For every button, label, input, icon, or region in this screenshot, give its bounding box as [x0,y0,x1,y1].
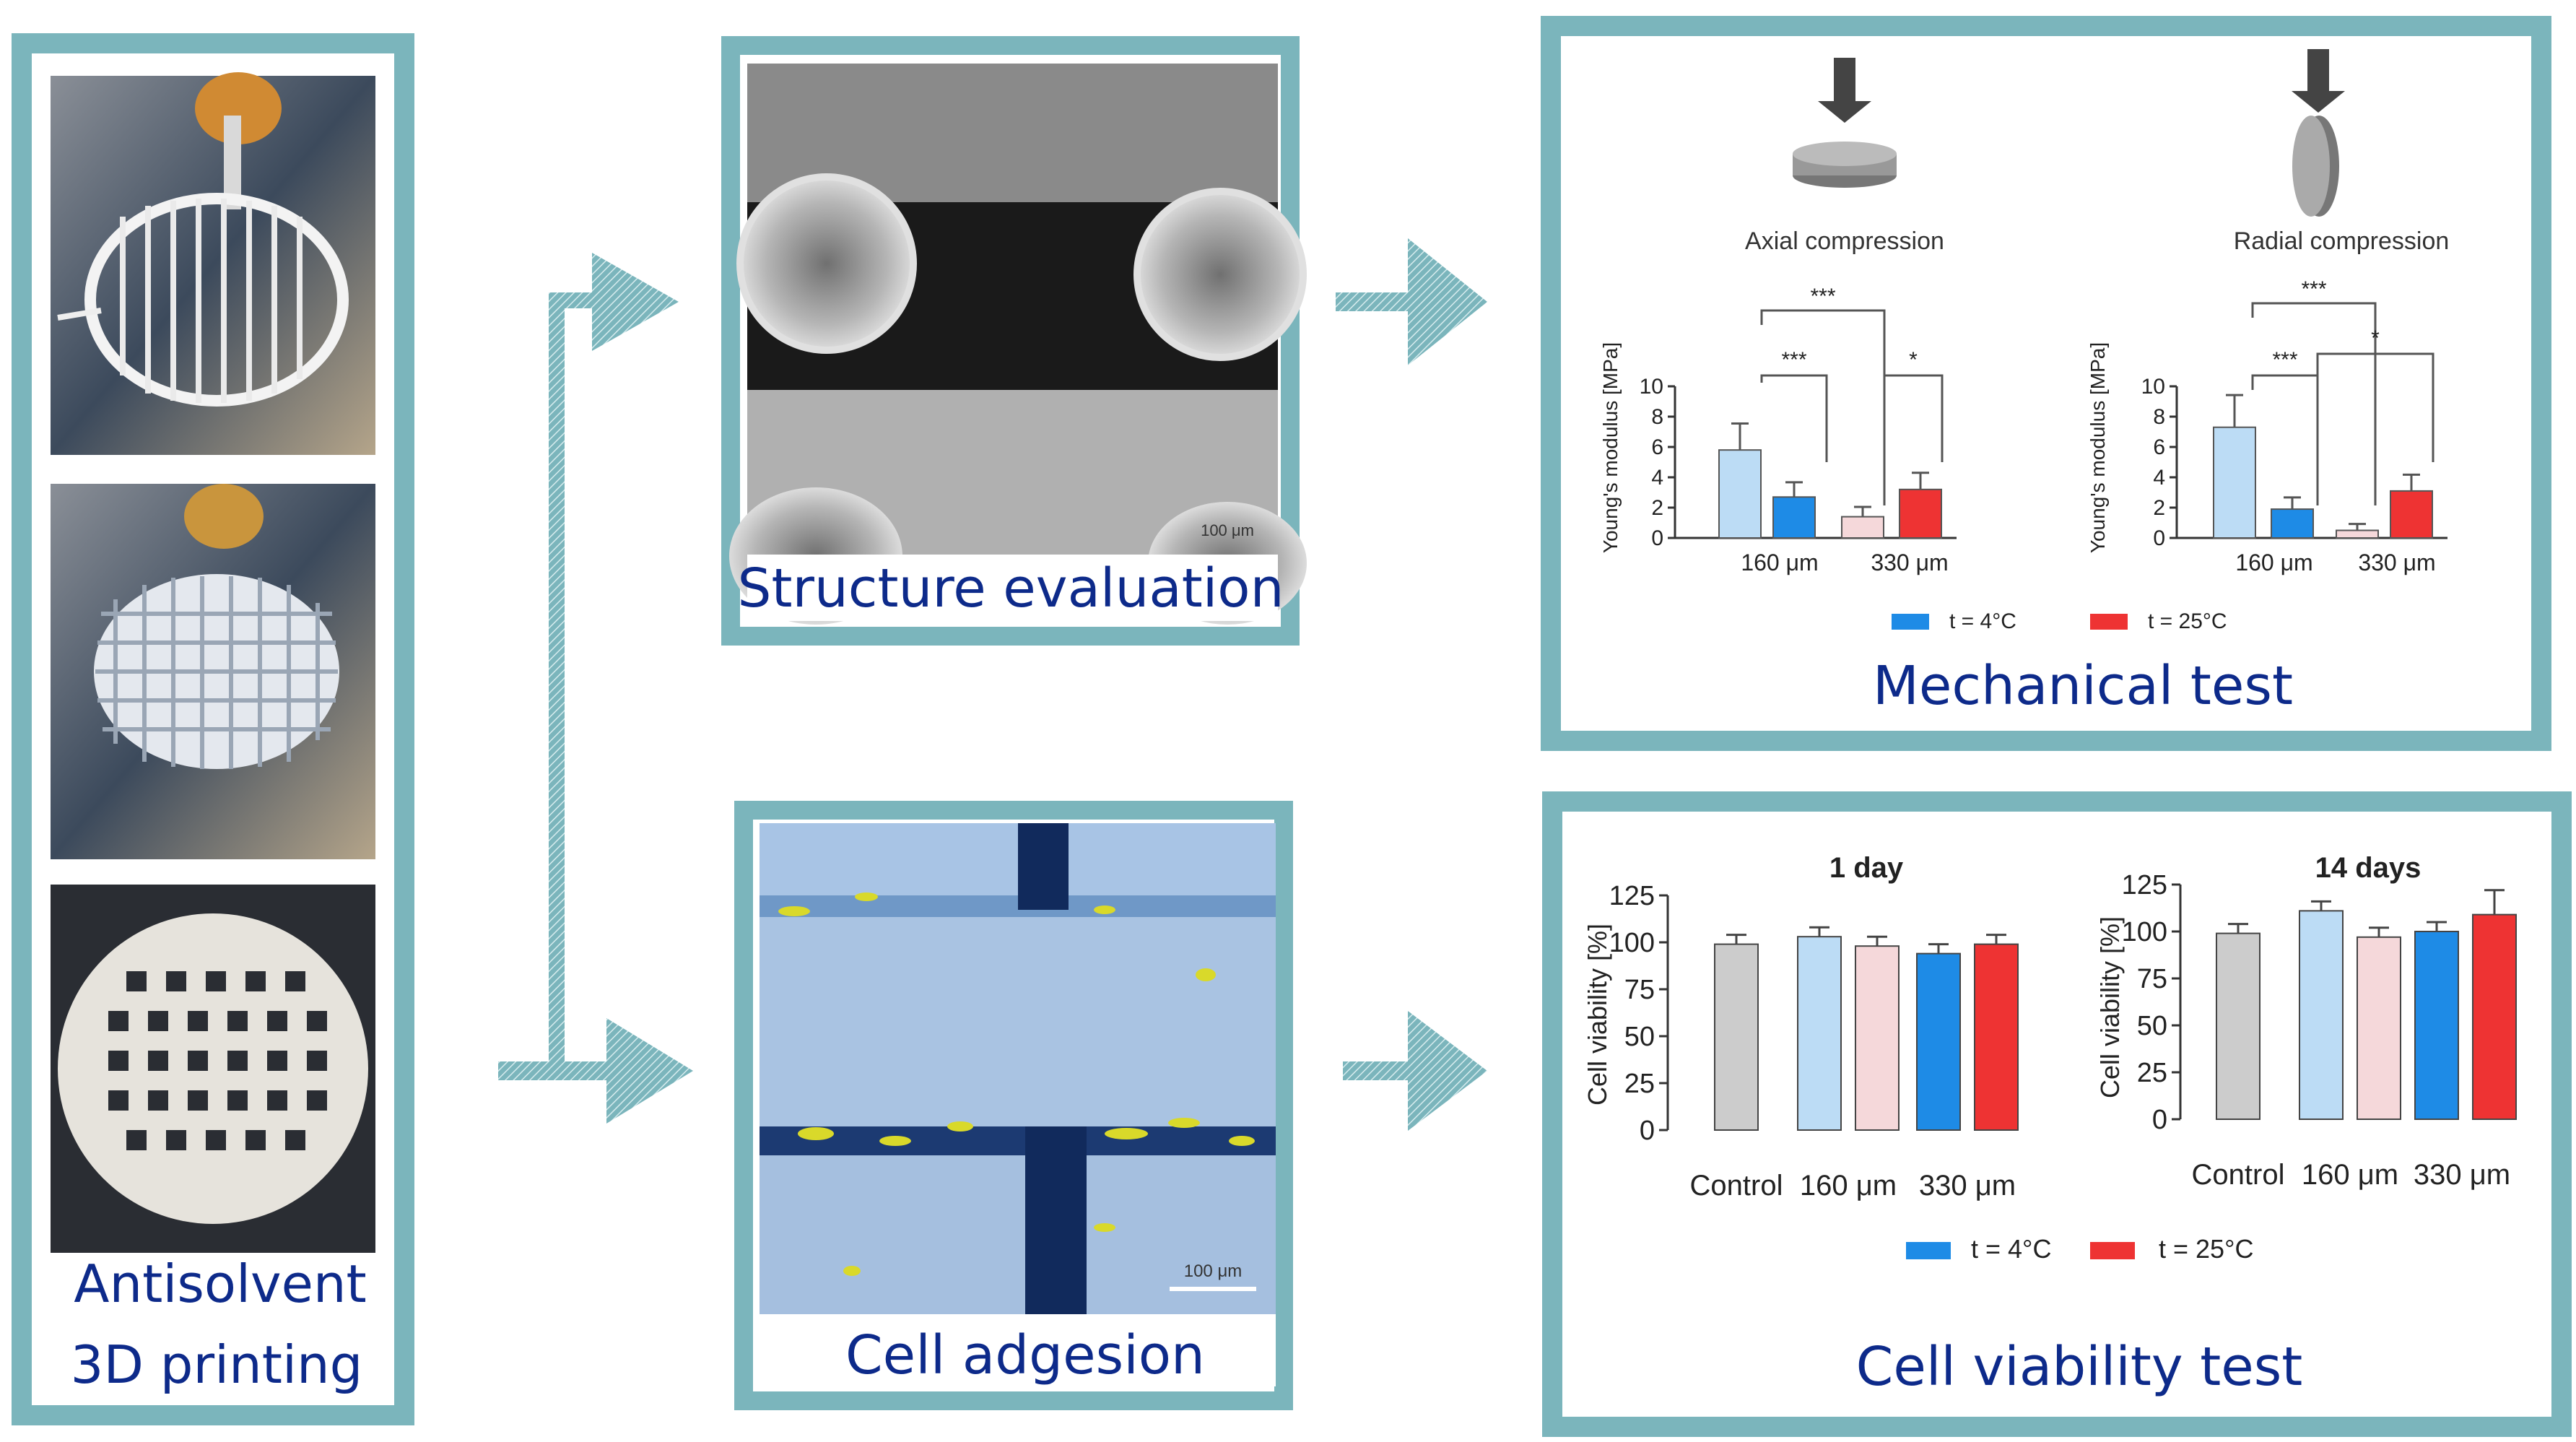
viability-14days-bar [2357,936,2401,1121]
printing-label-line2: 3D printing [71,1334,363,1395]
adhesion-label: Cell adgesion [845,1324,1205,1386]
axial-ylabel: Young's modulus [MPa] [1599,342,1622,553]
axial-title: Axial compression [1745,227,1944,255]
viability-14days-ytick: 125 [2122,870,2167,900]
viability-1day-cat-0: Control [1690,1170,1783,1202]
viability-panel: 1 day Cell viability [%] 125 100 75 50 25 0 C… [1542,791,2572,1437]
viability-14days-cat-2: 330 μm [2414,1159,2510,1191]
viability-legend-label-25C: t = 25°C [2159,1234,2253,1264]
radial-annotation-0: *** [2301,277,2326,301]
viability-1day-ytick: 100 [1609,928,1655,958]
radial-bar [2390,490,2433,539]
radial-ytick: 4 [2153,466,2165,490]
radial-title: Radial compression [2234,227,2450,255]
radial-ytick: 8 [2153,405,2165,429]
viability-1day-ytick: 75 [1624,975,1655,1005]
axial-ytick: 8 [1651,405,1663,429]
viability-1day-cat-1: 160 μm [1800,1170,1897,1202]
radial-ytick: 6 [2153,435,2165,459]
axial-bar [1841,516,1884,539]
axial-annotation-0: *** [1810,285,1835,308]
mechanical-legend: t = 4°C t = 25°C [1892,609,2227,633]
viability-14days-ylabel: Cell viability [%] [2095,916,2125,1098]
viability-legend-swatch-4C [1906,1242,1951,1259]
viability-1day-bar [1797,936,1842,1131]
viability-legend-swatch-25C [2090,1242,2135,1259]
viability-1day-bar [1916,952,1961,1131]
viability-14days-ytick: 0 [2152,1105,2167,1135]
structure-label: Structure evaluation [738,557,1284,620]
radial-bar [2336,529,2379,539]
viability-1day-ytick: 125 [1609,881,1655,911]
printing-label-line1: Antisolvent [74,1254,366,1314]
viability-1day-ytick: 0 [1640,1116,1655,1146]
legend-swatch-25C [2090,614,2128,630]
viability-14days-chart: 14 days Cell viability [%] 125 100 75 50 25 0… [2095,852,2517,1191]
viability-1day-cat-2: 330 μm [1919,1170,2016,1202]
axial-annotation-1: *** [1781,348,1806,372]
radial-bar [2271,508,2314,539]
radial-annotation-2: * [2371,326,2380,350]
viability-1day-ytick: 50 [1624,1022,1655,1052]
viability-14days-title: 14 days [2315,852,2421,884]
viability-legend: t = 4°C t = 25°C [1906,1234,2253,1264]
viability-14days-bar [2414,931,2459,1120]
radial-ylabel: Young's modulus [MPa] [2087,342,2109,553]
radial-ytick: 10 [2141,375,2165,399]
mechanical-panel: Axial compression Radial compression You… [1541,16,2551,751]
mechanical-label: Mechanical test [1873,655,2293,717]
axial-ytick: 4 [1651,466,1663,490]
axial-ytick: 2 [1651,496,1663,520]
viability-1day-chart: 1 day Cell viability [%] 125 100 75 50 25 0 C… [1583,852,2019,1202]
axial-annotation-2: * [1909,348,1918,372]
legend-swatch-4C [1892,614,1929,630]
viability-14days-cat-0: Control [2192,1159,2285,1191]
connector-arrows [498,238,1487,1131]
radial-category-0: 160 μm [2235,550,2312,576]
axial-bar [1718,449,1762,539]
printing-photo-1 [51,76,375,455]
axial-compression-icon [1793,58,1897,188]
viability-14days-ytick: 50 [2137,1011,2167,1041]
axial-category-0: 160 μm [1741,550,1818,576]
radial-annotation-1: *** [2272,348,2297,372]
viability-1day-title: 1 day [1829,852,1904,884]
viability-14days-ytick: 75 [2137,964,2167,994]
viability-label: Cell viability test [1856,1336,2303,1398]
viability-1day-ylabel: Cell viability [%] [1583,924,1612,1106]
viability-14days-ytick: 100 [2122,917,2167,947]
structure-panel: 100 μm Structure evaluation [721,36,1307,646]
legend-label-25C: t = 25°C [2148,609,2227,633]
viability-14days-bar [2299,910,2344,1121]
viability-1day-ytick: 25 [1624,1069,1655,1099]
axial-modulus-chart: Young's modulus [MPa] 10 8 6 4 2 0 160 μm 330… [1599,285,1957,576]
viability-1day-bar [1714,943,1759,1131]
radial-ytick: 0 [2153,526,2165,550]
printing-panel: Antisolvent 3D printing [12,33,414,1425]
legend-label-4C: t = 4°C [1949,609,2016,633]
viability-14days-ytick: 25 [2137,1058,2167,1088]
axial-ytick: 0 [1651,526,1663,550]
viability-legend-label-4C: t = 4°C [1971,1234,2051,1264]
viability-14days-cat-1: 160 μm [2302,1159,2398,1191]
axial-category-1: 330 μm [1871,550,1948,576]
axial-ytick: 10 [1640,375,1663,399]
axial-ytick: 6 [1651,435,1663,459]
radial-compression-icon [2292,49,2345,217]
viability-1day-bar [1974,943,2019,1131]
viability-1day-bar [1855,945,1900,1131]
adhesion-panel: 100 μm Cell adgesion [734,801,1293,1410]
adhesion-scale-bar: 100 μm [1184,1261,1243,1281]
radial-bar [2213,426,2256,539]
structure-scale-bar: 100 μm [1201,521,1254,539]
radial-ytick: 2 [2153,496,2165,520]
viability-14days-bar [2472,913,2517,1120]
radial-modulus-chart: Young's modulus [MPa] 10 8 6 4 2 0 160 μm 330… [2087,277,2447,576]
viability-14days-bar [2216,932,2260,1120]
axial-bar [1772,496,1816,539]
radial-category-1: 330 μm [2358,550,2435,576]
axial-bar [1899,488,1942,539]
